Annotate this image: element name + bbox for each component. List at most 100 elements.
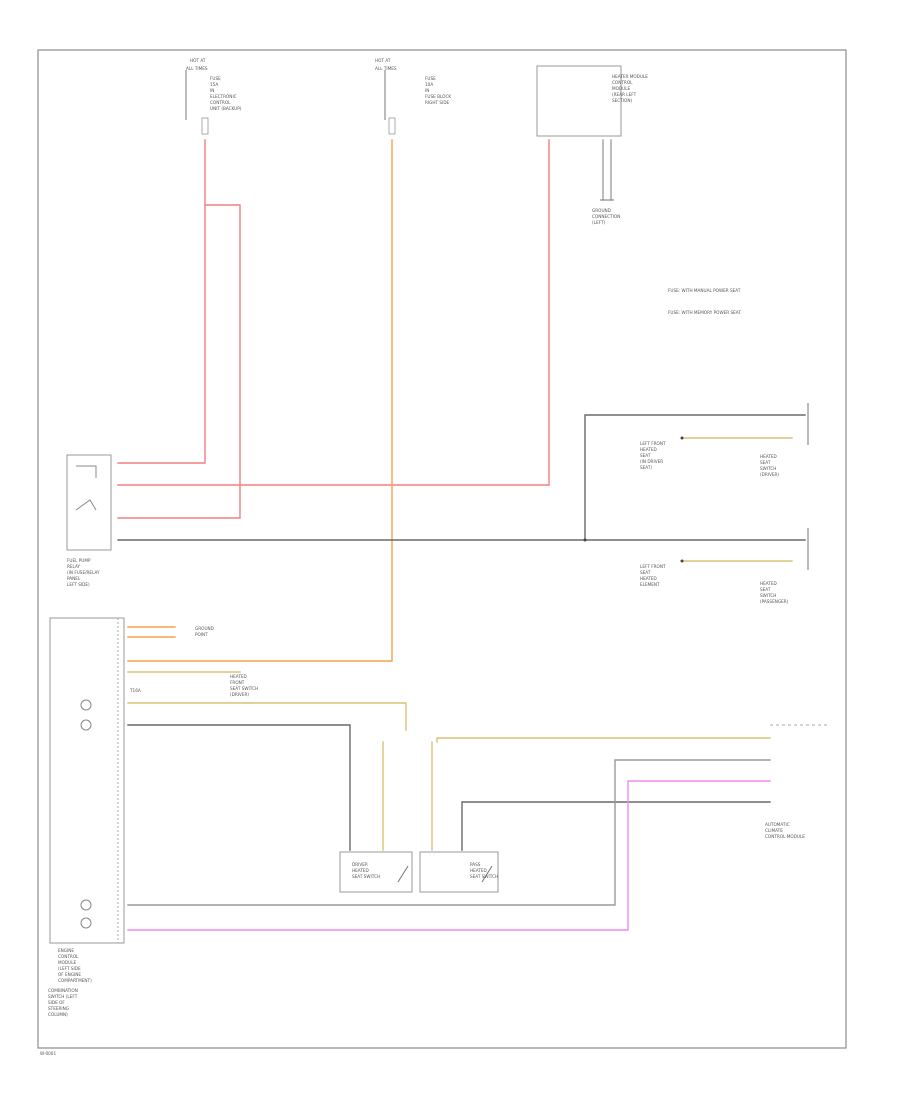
top-module-line-2: CONTROL [612,80,633,85]
fuse-1-line-1: FUSE [210,76,221,81]
top-module-line-1: HEATER MODULE [612,74,648,79]
pink-wire [127,780,771,931]
right-connector-2-side-2: SEAT [760,587,771,592]
ground-line-3: (LEFT) [592,220,606,225]
dark-wire-right [461,801,771,851]
mid-label-2: FRONT [230,680,245,685]
mid-label-4: (DRIVER) [230,692,249,697]
right-connector-1-line-4: (IN DRIVER [640,459,663,464]
top-module-box [536,65,622,137]
pass-switch-line-1: PASS [470,862,481,867]
right-module-line-2: CLIMATE [765,828,783,833]
red-wire-3 [117,139,550,486]
legend-item-2: FUSE: WITH MEMORY POWER SEAT [668,310,741,315]
footer-code: W-0001 [40,1051,56,1056]
right-connector-2-line-4: ELEMENT [640,582,660,587]
fuse-1-symbol [201,117,209,135]
top-module-line-5: SECTION) [612,98,632,103]
fuse-1: HOT AT ALL TIMES FUSE 15A IN ELECTRONIC … [185,58,242,135]
pass-switch-line-2: HEATED [470,868,487,873]
left-module-line-1: ENGINE [58,948,74,953]
gray-wire-right-1 [127,759,771,906]
right-connector-1-line-5: SEAT) [640,465,652,470]
right-connector-2-line-1: LEFT FRONT [640,564,666,569]
driver-heated-seat-switch: DRIVER HEATED SEAT SWITCH [339,851,413,893]
yellow-wire-d [436,737,771,743]
right-connector-1-dot [680,436,684,440]
right-connector-2: LEFT FRONT SEAT HEATED ELEMENT HEATED SE… [583,528,809,604]
left-module-line-2: CONTROL [58,954,79,959]
right-connector-1-side-4: (DRIVER) [760,472,779,477]
relay-line-4: PANEL [67,576,81,581]
top-module-line-3: MODULE [612,86,631,91]
right-connector-2-line-2: SEAT [640,570,651,575]
junction-dot [583,538,587,542]
left-module-indicator-1 [80,699,92,711]
combination-switch-line-5: COLUMN) [48,1012,68,1017]
fuse-1-line-3: IN [210,88,214,93]
right-connector-1-line-2: HEATED [640,447,657,452]
right-connector-1-side-2: SEAT [760,460,771,465]
fuse-2-line-5: RIGHT SIDE [425,100,450,105]
top-module-line-4: (REAR LEFT [612,92,637,97]
top-module: HEATER MODULE CONTROL MODULE (REAR LEFT … [536,65,648,137]
legend-item-1: FUSE: WITH MANUAL POWER SEAT [668,288,741,293]
fuse-1-line-6: UNIT (BACKUP) [210,106,242,111]
fuse-1-line-5: CONTROL [210,100,231,105]
fuse-2-header-2: ALL TIMES [375,66,397,71]
right-connector-1-line-3: SEAT [640,453,651,458]
legend: FUSE: WITH MANUAL POWER SEAT FUSE: WITH … [668,288,741,315]
relay-line-2: RELAY [67,564,81,569]
right-connector-2-side-1: HEATED [760,581,777,586]
left-module-line-5: OF ENGINE [58,972,81,977]
left-module-box [49,617,125,944]
yellow-wire-a [127,702,407,731]
relay-box [66,454,112,551]
red-wire-1 [117,139,206,464]
red-wire-2 [117,204,241,519]
left-module-indicator-3 [80,899,92,911]
combination-switch-line-3: SIDE OF [48,1000,65,1005]
left-module-indicator-2 [80,719,92,731]
left-module-indicator-4 [80,917,92,929]
relay-line-3: (IN FUSE/RELAY [67,570,100,575]
fuel-pump-relay: FUEL PUMP RELAY (IN FUSE/RELAY PANEL LEF… [66,454,112,587]
right-module-line-3: CONTROL MODULE [765,834,805,839]
fuse-2-symbol [388,117,396,135]
small-pin-label: T16A [129,688,141,693]
combination-switch-line-1: COMBINATION [48,988,78,993]
driver-switch-contact [397,865,409,883]
fuse-1-header-1: HOT AT [190,58,206,63]
mid-label-1: HEATED [230,674,247,679]
right-connector-2-line-3: HEATED [640,576,657,581]
driver-switch-box [339,851,413,893]
fuse-1-header-2: ALL TIMES [186,66,208,71]
mid-label-3: SEAT SWITCH [230,686,258,691]
combination-switch-line-4: STEERING [48,1006,69,1011]
left-module-line-4: (LEFT SIDE [58,966,81,971]
pass-switch-line-3: SEAT SWITCH [470,874,498,879]
right-connector-1-side-1: HEATED [760,454,777,459]
fuse-2: HOT AT ALL TIMES FUSE 10A IN FUSE BLOCK … [375,58,451,135]
relay-contact-1 [76,465,97,478]
ground-line-2: CONNECTION [592,214,620,219]
pass-switch-box [419,851,499,893]
fuse-2-header-1: HOT AT [375,58,391,63]
right-connector-2-dot [680,559,684,563]
automatic-climate-module: AUTOMATIC CLIMATE CONTROL MODULE [765,724,830,839]
left-module: GROUND POINT HEATED FRONT SEAT SWITCH (D… [49,617,258,983]
right-connector-1: LEFT FRONT HEATED SEAT (IN DRIVER SEAT) … [640,403,809,477]
combination-switch: COMBINATION SWITCH (LEFT SIDE OF STEERIN… [48,988,78,1017]
relay-contact-2 [75,499,97,511]
driver-switch-line-2: HEATED [352,868,369,873]
fuse-1-line-2: 15A [210,82,218,87]
driver-switch-line-3: SEAT SWITCH [352,874,380,879]
right-connector-2-side-4: (PASSENGER) [760,599,789,604]
ground-line-1: GROUND [592,208,611,213]
combination-switch-line-2: SWITCH (LEFT [48,994,78,999]
relay-line-5: LEFT SIDE) [67,582,90,587]
fuse-2-line-4: FUSE BLOCK [425,94,451,99]
fuse-2-line-2: 10A [425,82,433,87]
ground-point-line-2: POINT [195,632,208,637]
